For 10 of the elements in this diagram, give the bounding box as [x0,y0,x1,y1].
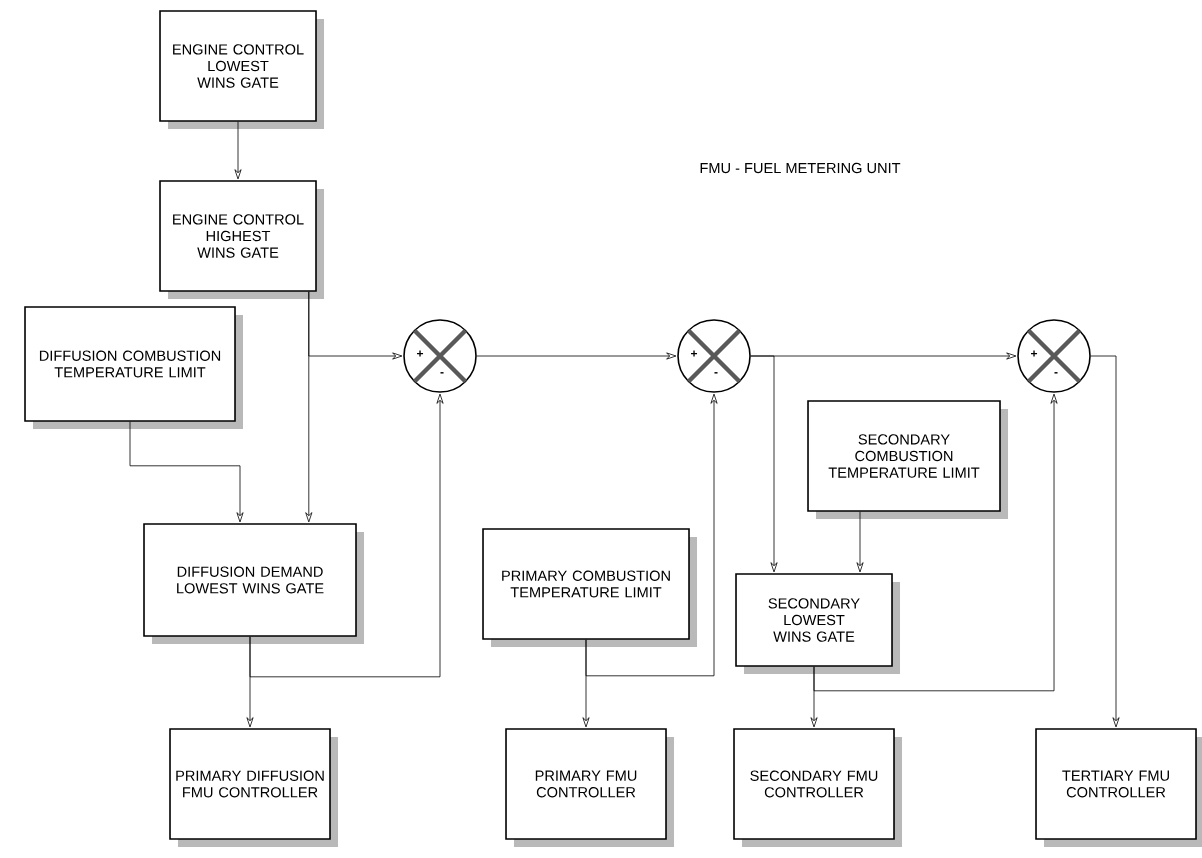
arrow [129,421,244,523]
arrow [585,393,718,677]
arrow [1090,355,1120,728]
arrow [813,393,1058,692]
arrow [249,393,444,678]
arrow [305,291,313,523]
arrow [476,352,677,360]
arrow [750,352,1017,360]
arrow [234,121,242,180]
arrow [856,511,864,573]
